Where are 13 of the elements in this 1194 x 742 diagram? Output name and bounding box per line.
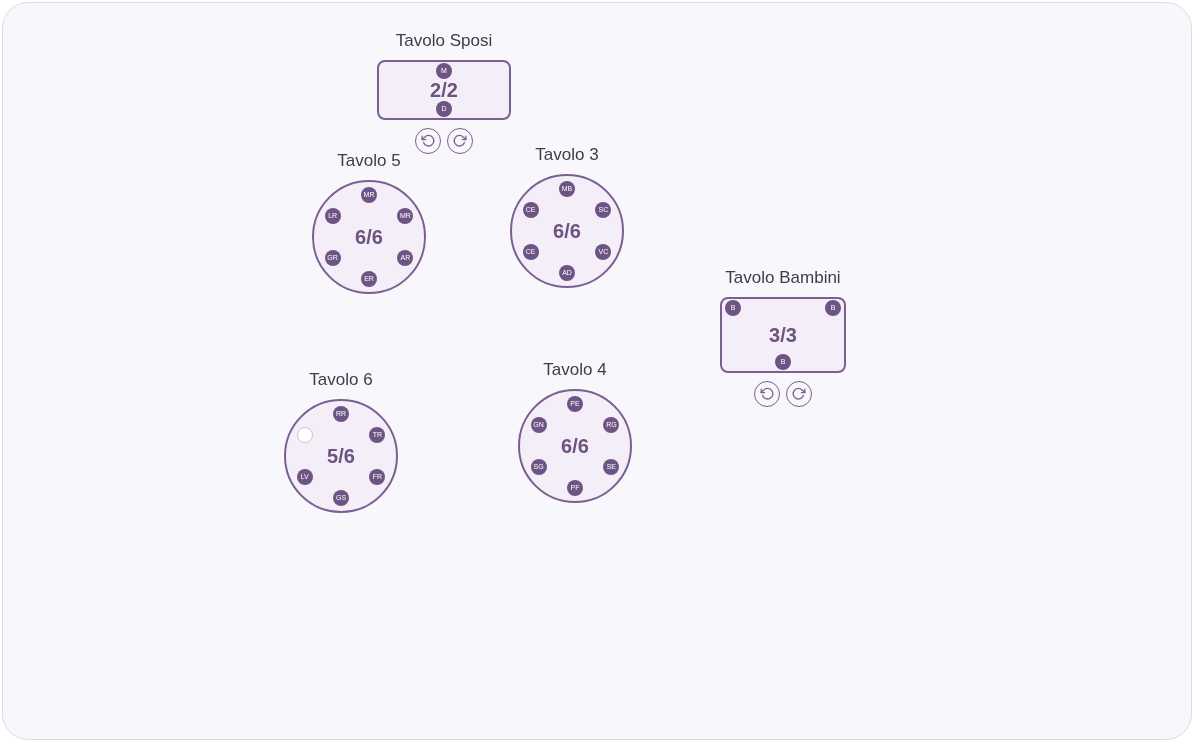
table-name: Tavolo 3	[535, 145, 599, 165]
table-name: Tavolo 6	[309, 370, 373, 390]
table-name: Tavolo 5	[337, 151, 401, 171]
seat-count: 6/6	[355, 227, 383, 247]
table-name: Tavolo Sposi	[395, 31, 493, 51]
seat-count: 5/6	[327, 446, 355, 466]
table-name: Tavolo 4	[543, 360, 607, 380]
seat-count: 2/2	[430, 80, 458, 100]
table-name: Tavolo Bambini	[725, 268, 841, 288]
seat-count: 6/6	[553, 221, 581, 241]
seat-count: 3/3	[769, 325, 797, 345]
empty-seat-icon	[296, 427, 313, 443]
seat-count: 6/6	[561, 436, 589, 456]
